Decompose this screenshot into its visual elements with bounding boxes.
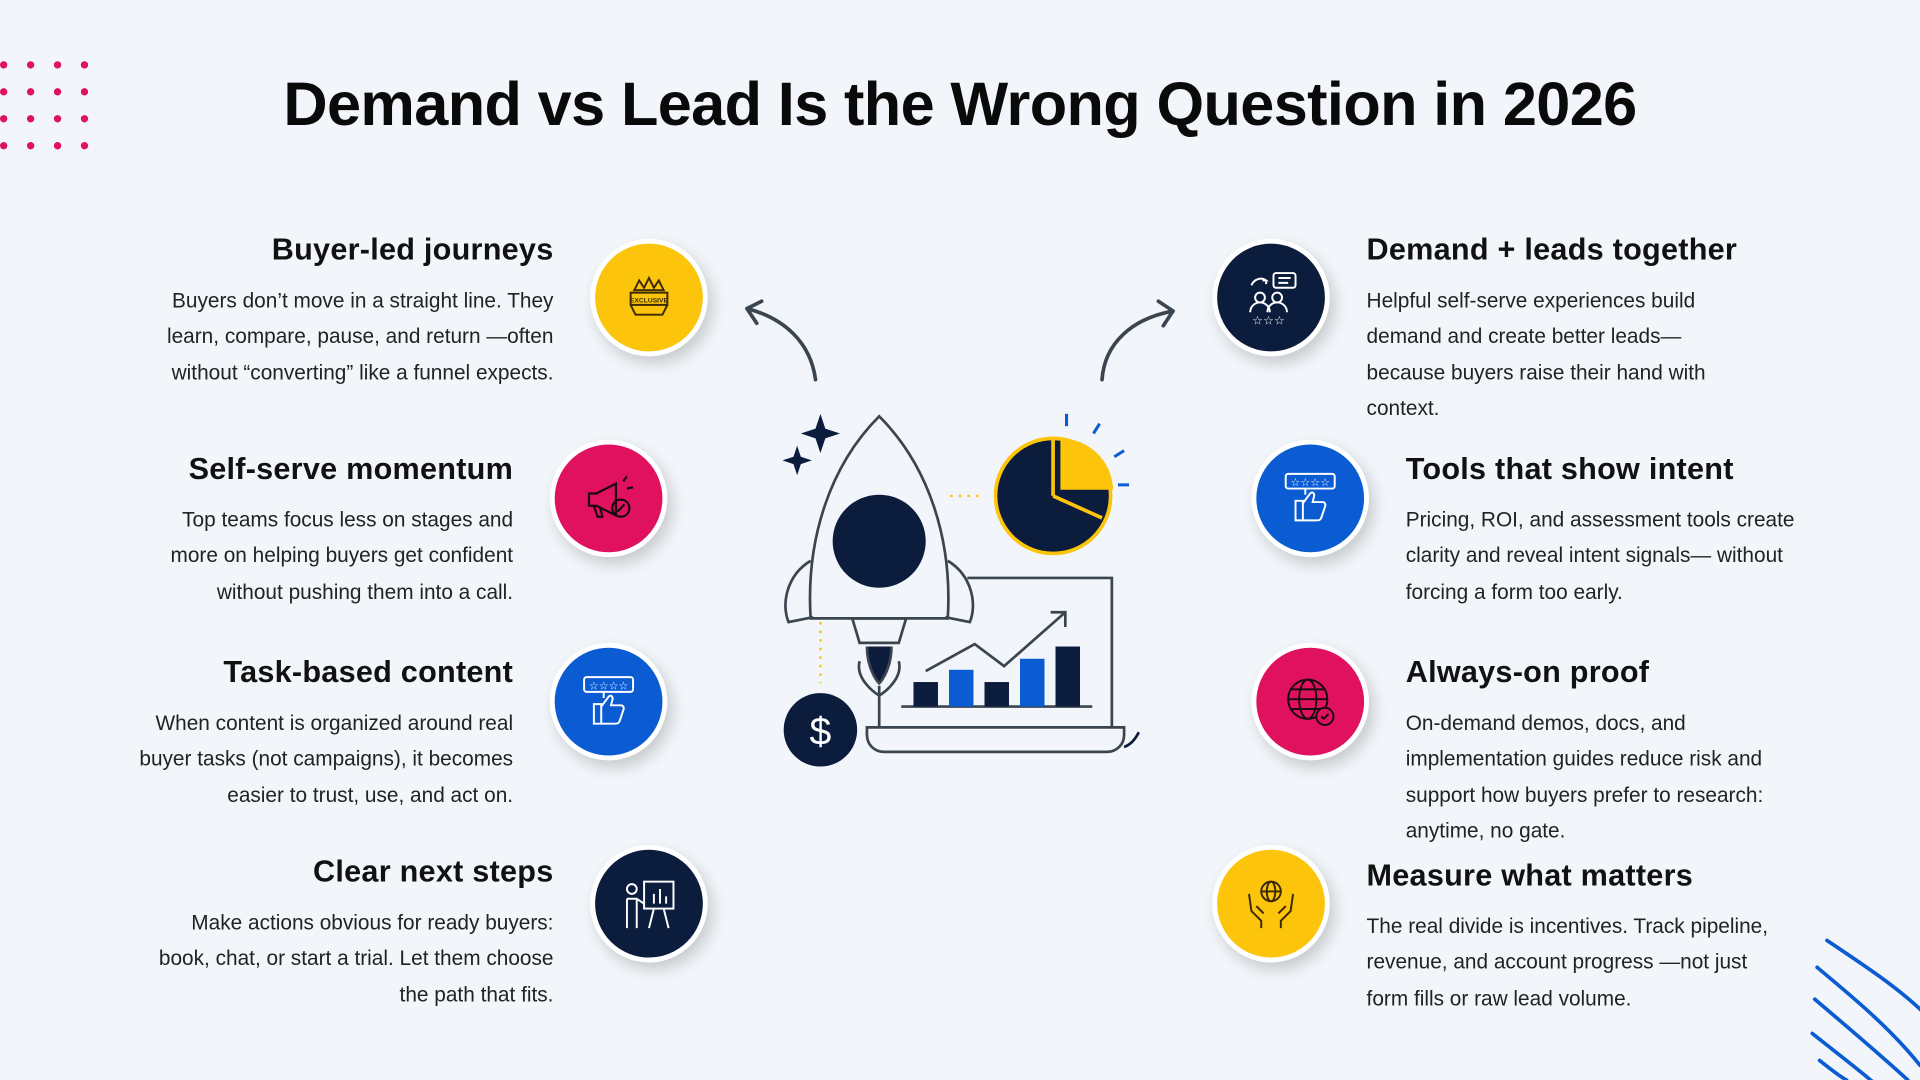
thumbs-up-rating-icon: ☆☆☆☆ <box>549 642 668 761</box>
decorative-scribble <box>1810 938 1920 1080</box>
dot <box>53 61 62 69</box>
item-heading: Self-serve momentum <box>188 451 514 487</box>
item-body: Top teams focus less on stages and more … <box>170 508 514 604</box>
pie-chart-icon <box>993 413 1129 556</box>
dot <box>80 88 89 96</box>
dot <box>0 88 8 96</box>
item-body: On-demand demos, docs, and implementatio… <box>1405 711 1764 843</box>
dot <box>26 61 35 69</box>
item-body: Make actions obvious for ready buyers: b… <box>158 911 554 1007</box>
thumbs-up-rating-icon: ☆☆☆☆ <box>1251 439 1369 558</box>
dot <box>53 88 62 96</box>
item-demand-leads-together: Demand + leads together Helpful self-ser… <box>1367 233 1808 427</box>
svg-text:$: $ <box>810 710 832 753</box>
item-heading: Task-based content <box>223 655 514 690</box>
dot <box>80 142 89 150</box>
item-heading: Demand + leads together <box>1366 232 1738 267</box>
dot <box>26 88 35 96</box>
item-measure-what-matters: Measure what matters The real divide is … <box>1367 858 1808 1016</box>
item-body: When content is organized around real bu… <box>139 711 514 807</box>
dot <box>0 142 8 150</box>
dollar-coin-icon <box>783 693 858 767</box>
rocket-icon <box>784 414 975 698</box>
item-heading: Always-on proof <box>1405 655 1650 690</box>
item-self-serve-momentum: Self-serve momentum Top teams focus less… <box>72 451 514 610</box>
item-body: Buyers don’t move in a straight line. Th… <box>166 288 554 385</box>
dot <box>80 61 89 69</box>
item-body: Helpful self-serve experiences build dem… <box>1366 288 1706 421</box>
hands-globe-icon <box>1212 844 1330 963</box>
sparkle-icon <box>800 413 841 454</box>
rocket-growth-illustration: $ <box>745 299 1175 767</box>
item-heading: Tools that show intent <box>1405 451 1734 487</box>
megaphone-percent-icon <box>549 439 668 558</box>
dot <box>26 115 35 123</box>
people-review-stars-icon: ☆☆☆ <box>1212 238 1330 357</box>
item-task-based-content: Task-based content When content is organ… <box>72 655 513 813</box>
dot <box>53 115 62 123</box>
item-heading: Clear next steps <box>313 854 554 889</box>
presenter-board-icon <box>590 844 708 963</box>
item-heading: Measure what matters <box>1366 858 1694 893</box>
bar-chart-icon <box>913 646 1081 707</box>
item-clear-next-steps: Clear next steps Make actions obvious fo… <box>113 855 554 1013</box>
item-tools-show-intent: Tools that show intent Pricing, ROI, and… <box>1406 452 1847 610</box>
svg-text:☆☆☆☆: ☆☆☆☆ <box>1290 477 1330 489</box>
item-buyer-led-journeys: Buyer-led journeys Buyers don’t move in … <box>113 233 554 391</box>
page-title: Demand vs Lead Is the Wrong Question in … <box>283 69 1637 139</box>
item-body: The real divide is incentives. Track pip… <box>1366 914 1769 1010</box>
item-body: Pricing, ROI, and assessment tools creat… <box>1405 508 1795 604</box>
curved-arrows <box>745 299 1175 382</box>
dot <box>80 115 89 123</box>
svg-text:☆☆☆☆: ☆☆☆☆ <box>589 680 629 692</box>
sparkle-icon <box>782 445 812 476</box>
exclusive-crown-badge-icon: EXCLUSIVE <box>590 238 708 357</box>
dot <box>53 142 62 150</box>
dot <box>0 61 8 69</box>
item-always-on-proof: Always-on proof On-demand demos, docs, a… <box>1406 655 1847 849</box>
svg-text:EXCLUSIVE: EXCLUSIVE <box>630 297 669 304</box>
dot <box>0 115 8 123</box>
dot <box>26 142 35 150</box>
svg-text:☆☆☆: ☆☆☆ <box>1252 313 1285 327</box>
globe-check-icon <box>1251 642 1369 761</box>
item-heading: Buyer-led journeys <box>271 232 554 267</box>
